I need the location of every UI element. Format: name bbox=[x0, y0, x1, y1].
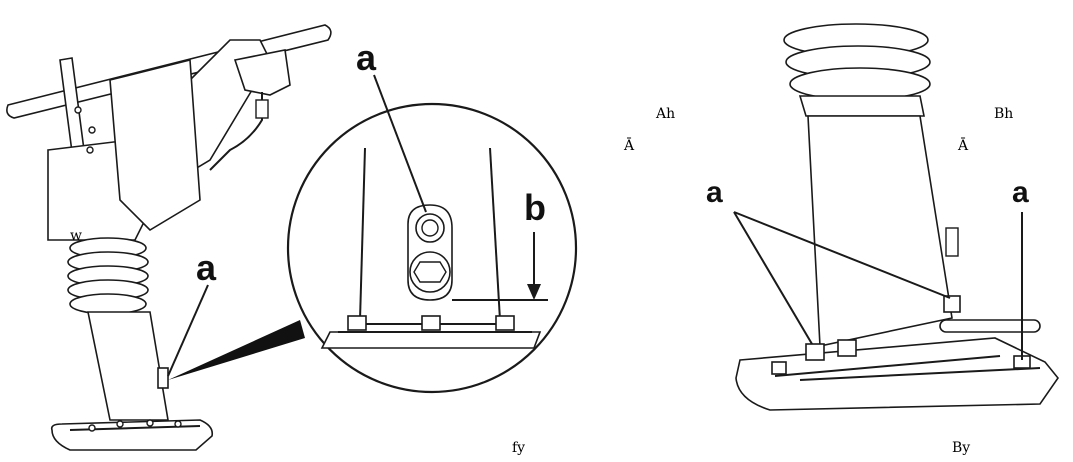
zoom-connector bbox=[168, 320, 305, 380]
inset-label-a: a bbox=[356, 37, 377, 78]
rammer-side-illustration: a a Bh Ā By bbox=[706, 23, 1059, 456]
bellows bbox=[67, 237, 149, 315]
detail-inset: a b bbox=[286, 37, 578, 394]
fuel-valve bbox=[255, 99, 269, 119]
inset-nuts bbox=[347, 315, 515, 331]
inset-label-b: b bbox=[524, 187, 546, 228]
scan-mark-left-bottom: fy bbox=[512, 440, 525, 456]
foot-plate bbox=[50, 419, 214, 451]
fuel-cup bbox=[233, 49, 291, 96]
inset-base-plate bbox=[320, 331, 542, 349]
bolt-2 bbox=[88, 126, 96, 134]
scan-mark-left-mid: Ā bbox=[623, 136, 635, 154]
right-rod bbox=[939, 319, 1041, 333]
left-small-mark: w bbox=[70, 228, 82, 244]
left-leader-a bbox=[167, 284, 209, 377]
scan-mark-right-top: Bh bbox=[994, 106, 1013, 122]
right-collar bbox=[798, 95, 925, 117]
right-leg bbox=[807, 115, 953, 347]
right-leader-a2 bbox=[733, 211, 951, 299]
shoe-bracket bbox=[157, 367, 169, 389]
right-label-a-left: a bbox=[706, 176, 723, 209]
left-label-a: a bbox=[196, 247, 217, 288]
bolt-3 bbox=[86, 146, 94, 154]
engine-cover bbox=[109, 58, 201, 232]
ram-leg bbox=[87, 311, 169, 421]
right-bolts bbox=[771, 295, 1031, 375]
bolt-1 bbox=[74, 106, 82, 114]
inset-leader-a bbox=[373, 74, 427, 213]
rammer-illustration: a w bbox=[6, 24, 332, 451]
scan-mark-left-top: Ah bbox=[655, 106, 675, 122]
right-label-a-right: a bbox=[1012, 176, 1029, 209]
right-leader-a1 bbox=[733, 211, 813, 345]
fuel-line bbox=[209, 92, 263, 171]
scan-mark-right-mid: Ā bbox=[957, 136, 969, 154]
right-bellows bbox=[783, 23, 931, 101]
scan-mark-right-bottom: By bbox=[952, 440, 970, 456]
